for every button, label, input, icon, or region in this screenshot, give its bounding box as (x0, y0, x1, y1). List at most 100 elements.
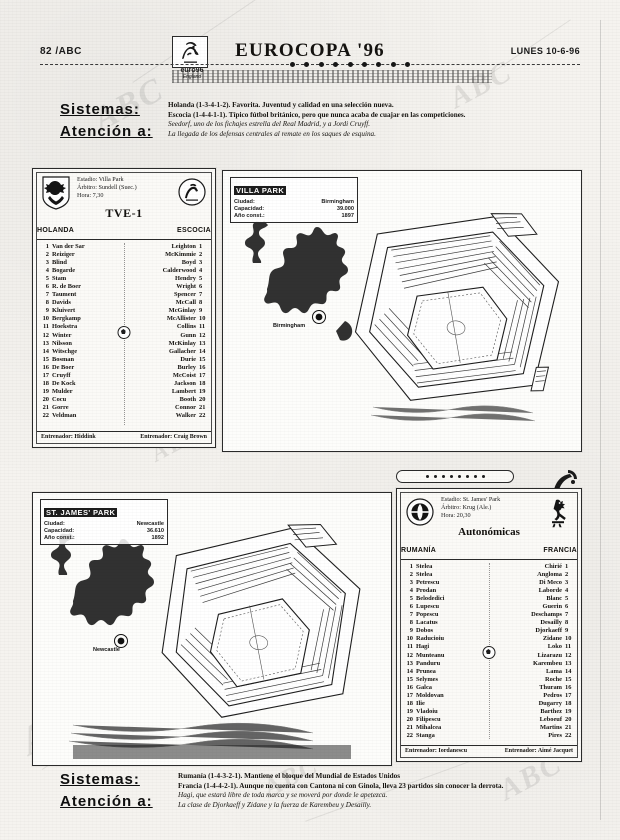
commentary-line: La llegada de los defensas centrales al … (168, 129, 376, 138)
commentary-line: Hagi, que estará libre de toda marca y s… (178, 791, 388, 800)
referee-label: Árbitro: (441, 504, 461, 511)
away-shirt-number: 12 (199, 331, 206, 339)
home-shirt-number: 12 (42, 331, 49, 339)
away-player-name: McGinlay (168, 307, 196, 315)
away-player-name: Pires (548, 731, 562, 739)
football-icon (482, 645, 496, 659)
home-shirt-number: 21 (42, 403, 49, 411)
home-shirt-number: 21 (406, 723, 413, 731)
dateline: LUNES 10-6-96 (510, 46, 580, 56)
home-team-name: RUMANÍA (401, 547, 437, 554)
away-player-name: Barthez (540, 707, 562, 715)
away-player-name: Zidane (542, 635, 562, 643)
away-shirt-number: 13 (565, 659, 572, 667)
time-value: 20,30 (456, 512, 471, 519)
home-shirt-number: 5 (409, 595, 413, 603)
away-shirt-number: 3 (199, 259, 203, 267)
away-shirt-number: 8 (199, 299, 203, 307)
away-player-name: Angloma (537, 571, 562, 579)
home-player-name: Raducioiu (416, 635, 445, 643)
away-shirt-number: 6 (199, 283, 203, 291)
home-shirt-number: 22 (42, 411, 49, 419)
coach-label-away: Entrenador: (504, 748, 537, 754)
coach-label-home: Entrenador: (405, 748, 437, 754)
time-label: Hora: (77, 192, 92, 199)
home-player-name: Munteanu (416, 651, 445, 659)
away-player-name: Loko (547, 643, 562, 651)
home-shirt-number: 19 (406, 707, 413, 715)
home-player-name: Galca (416, 683, 432, 691)
away-player-name: Roche (544, 675, 562, 683)
home-player-name: Cocu (52, 395, 67, 403)
home-player-name: Selymes (416, 675, 439, 683)
lineup-divider-bottom (37, 431, 211, 432)
away-shirt-number: 21 (565, 723, 572, 731)
home-player-name: Kluivert (52, 307, 76, 315)
broadcast-channel-top: TVE-1 (105, 206, 143, 220)
away-shirt-number: 5 (565, 595, 569, 603)
home-player-name: Ilie (416, 699, 425, 707)
away-player-name: Spencer (173, 291, 196, 299)
stadium-field-key: Capacidad: (44, 528, 75, 534)
home-shirt-number: 10 (42, 315, 49, 323)
away-player-name: Thuram (539, 683, 562, 691)
away-shirt-number: 22 (565, 731, 572, 739)
france-rooster-crest-icon (543, 496, 573, 530)
away-team-name: FRANCIA (543, 547, 577, 554)
commentary-line: Rumanía (1-4-3-2-1). Mantiene el bloque … (178, 772, 401, 780)
home-player-name: Davids (52, 299, 71, 307)
logo-name: euro96 (166, 67, 218, 74)
broadcast-channel-bottom: Autonómicas (458, 526, 520, 538)
away-player-name: Lambert (171, 387, 196, 395)
page-edge-line (600, 20, 601, 820)
away-shirt-number: 5 (199, 275, 203, 283)
home-player-name: Lupescu (416, 603, 440, 611)
logo-subtitle: England (166, 74, 218, 81)
away-shirt-number: 16 (199, 363, 206, 371)
lineup-header-bottom: Estadio: St. James' Park Árbitro: Krug (… (403, 494, 575, 548)
netherlands-lion-crest-icon (41, 176, 71, 210)
home-player-name: Stam (52, 275, 67, 283)
stadium-field-value: 1892 (151, 535, 164, 541)
home-player-name: Hoekstra (52, 323, 78, 331)
home-player-name: Belodedici (416, 595, 445, 603)
away-shirt-number: 11 (565, 643, 572, 651)
away-player-name: Lizarazu (537, 651, 563, 659)
stadium-field-key: Capacidad: (234, 206, 265, 212)
away-player-name: Wright (176, 283, 196, 291)
home-player-name: Popescu (416, 611, 439, 619)
page-folio: 82 /ABC (40, 46, 82, 57)
away-shirt-number: 4 (565, 587, 569, 595)
home-player-name: Winter (52, 331, 72, 339)
home-shirt-number: 9 (45, 307, 49, 315)
match-meta-top: Estadio: Villa Park Árbitro: Sundell (Su… (77, 176, 137, 200)
masthead-dot-row (290, 61, 410, 68)
home-player-name: De Kock (52, 379, 76, 387)
away-player-name: Leboeuf (539, 715, 562, 723)
lineup-card-bottom: Estadio: St. James' Park Árbitro: Krug (… (396, 488, 582, 762)
home-shirt-number: 4 (45, 267, 49, 275)
coach-row-bottom: Entrenador: Iordanescu Entrenador: Aimé … (401, 748, 577, 757)
home-shirt-number: 16 (42, 363, 49, 371)
away-player-name: Connor (175, 403, 196, 411)
home-shirt-number: 15 (406, 675, 413, 683)
home-player-name: Taument (52, 291, 77, 299)
home-player-name: R. de Boer (52, 283, 81, 291)
